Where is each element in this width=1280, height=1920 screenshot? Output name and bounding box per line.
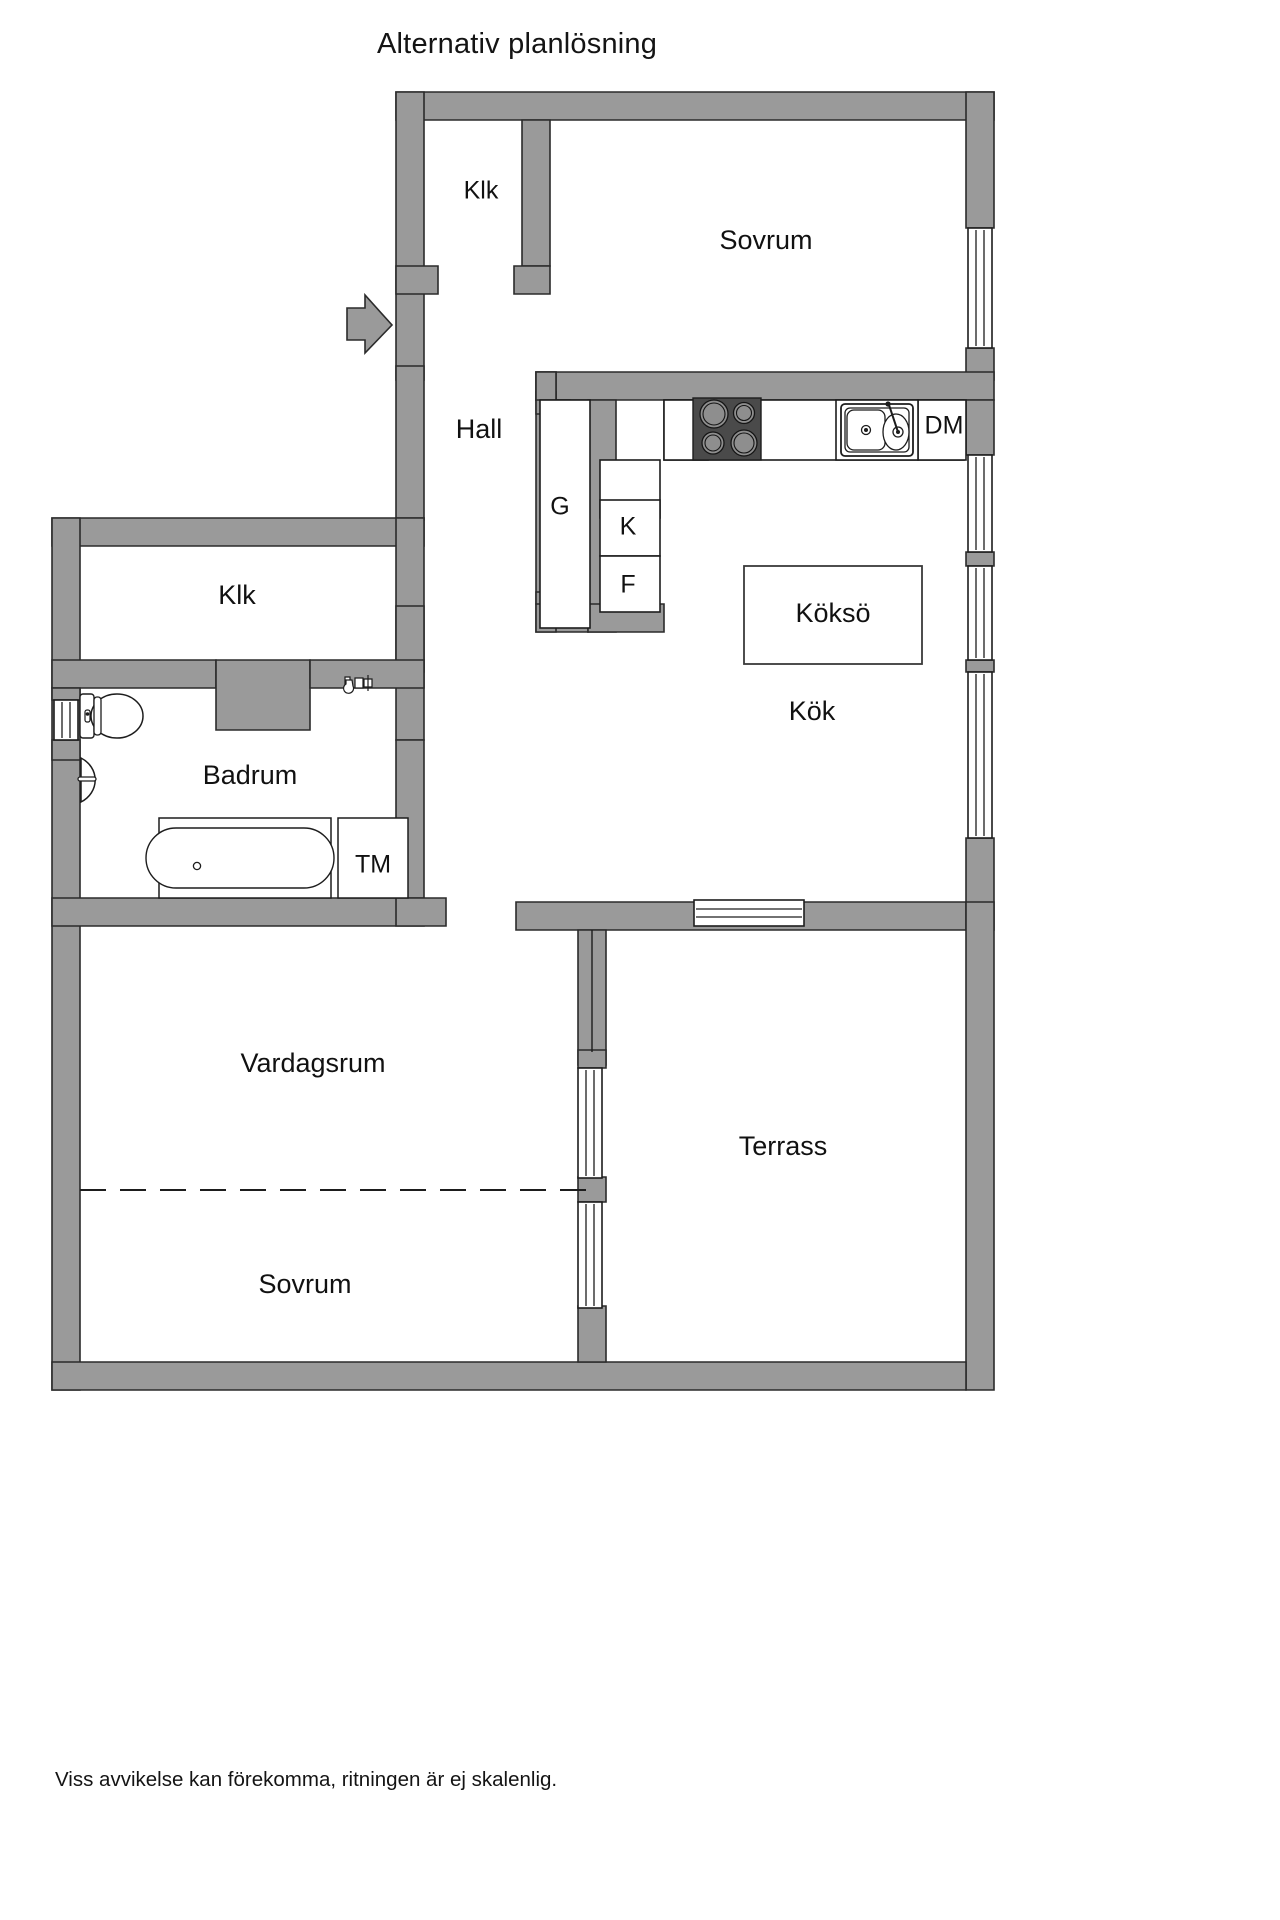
room-labels: Klk Sovrum Hall Klk Badrum Kök Köksö Var… [203, 177, 871, 1300]
wall-sovrum-bottom [535, 371, 995, 401]
room-label-kok: Kök [789, 696, 836, 726]
wall-kitchen-right-a [965, 399, 995, 456]
wall-klk-nib-left [395, 265, 439, 295]
wall-terrace-right [965, 901, 995, 1391]
toilet [79, 693, 144, 739]
window-ne-4 [967, 671, 993, 839]
wall-top-right-a [965, 91, 995, 229]
wall-kitchen-right-c [965, 659, 995, 673]
kitchen-island [743, 565, 923, 665]
room-label-sovrum-bot: Sovrum [258, 1269, 351, 1299]
appliance-labels: DM G K F TM [355, 412, 964, 879]
bathtub [145, 817, 335, 899]
wall-left-win-nib-a [51, 687, 81, 701]
wall-top-left [395, 91, 425, 381]
wall-hall-left-lower [395, 365, 425, 521]
wall-klk-nib-right [513, 265, 551, 295]
page-title: Alternativ planlösning [377, 28, 658, 60]
appliance-label-g: G [550, 493, 569, 521]
room-label-terrass: Terrass [739, 1131, 828, 1161]
wall-klk-top-right [521, 119, 551, 267]
wall-klk-left-top [51, 517, 425, 547]
wall-badrum-top-left [51, 659, 217, 689]
wash-basin [77, 756, 97, 804]
walls [51, 91, 995, 1391]
appliance-label-k: K [620, 513, 637, 541]
wardrobe-box [539, 399, 591, 629]
refrigerator-box [599, 499, 661, 557]
door-terrace-kitchen [693, 899, 805, 927]
wall-living-top-stub [395, 897, 447, 927]
room-label-hall: Hall [456, 414, 503, 444]
entrance-arrow [346, 292, 394, 355]
wall-terrace-door-jamb-top [577, 1049, 607, 1069]
door-terrace-living-2 [577, 1201, 603, 1309]
wall-kitchen-right-b [965, 551, 995, 567]
room-label-sovrum-top: Sovrum [719, 225, 812, 255]
room-label-vardagsrum: Vardagsrum [240, 1048, 385, 1078]
window-bath [53, 699, 79, 741]
window-ne-2 [967, 454, 993, 553]
wall-badrum-bottom [51, 897, 425, 927]
room-label-klk-left: Klk [218, 580, 256, 610]
wall-terrace-door-jamb-bottom [577, 1305, 607, 1363]
appliance-label-f: F [620, 571, 635, 599]
washing-machine-box [337, 817, 409, 899]
room-label-koksö: Köksö [795, 598, 870, 628]
wall-left-outer [51, 517, 81, 1391]
wall-badrum-top-right [309, 659, 425, 689]
windows [53, 227, 993, 1309]
room-label-klk-top: Klk [464, 177, 499, 205]
room-label-badrum: Badrum [203, 760, 298, 790]
plumbing-fixture [342, 675, 373, 694]
appliance-label-dm: DM [925, 412, 964, 440]
disclaimer-note: Viss avvikelse kan förekomma, ritningen … [55, 1768, 558, 1791]
window-ne-1 [967, 227, 993, 349]
wall-bottom-outer [51, 1361, 967, 1391]
toilet-bowl [90, 693, 144, 739]
freezer-box [599, 555, 661, 613]
appliance-label-tm: TM [355, 851, 391, 879]
door-terrace-living-1 [577, 1067, 603, 1179]
wall-left-win-nib-b [51, 739, 81, 761]
wall-top-outer [395, 91, 995, 121]
stove-cooktop [692, 397, 762, 461]
dishwasher-box [917, 399, 967, 461]
window-ne-3 [967, 565, 993, 661]
kitchen-sink [840, 401, 914, 457]
wall-badrum-top-step [215, 659, 311, 731]
